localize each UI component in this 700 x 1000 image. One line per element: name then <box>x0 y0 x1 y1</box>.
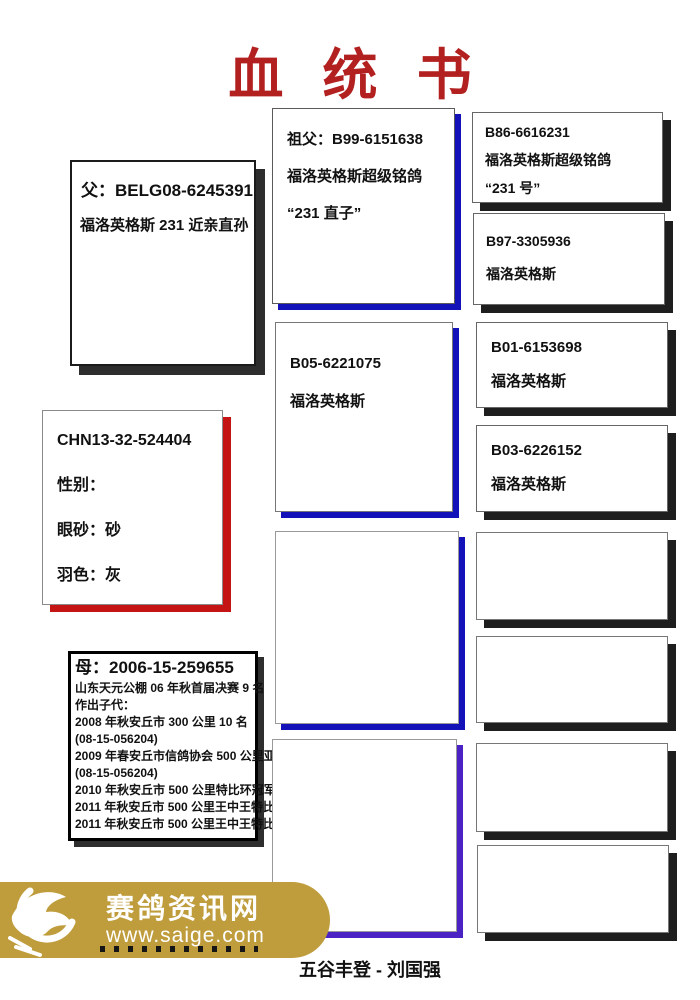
mother-box: 母：2006-15-259655 山东天元公棚 06 年秋首届决赛 9 名 作出… <box>68 651 312 841</box>
grandmother-strain: 福洛英格斯 <box>290 393 366 410</box>
subject-sex: 性别： <box>57 477 106 494</box>
father-box: 父：BELG08-6245391 福洛英格斯 231 近亲直孙 <box>70 160 256 366</box>
mother-ring-number: 母：2006-15-259655 <box>75 658 234 677</box>
empty-pedigree-box <box>476 636 668 723</box>
mother-achievement: 2010 年秋安丘市 500 公里特比环冠军 <box>75 783 276 797</box>
mother-achievement: 2011 年秋安丘市 500 公里王中王特比环季军 <box>75 817 312 831</box>
grandfather-ring-number: 祖父：B99-6151638 <box>287 131 423 148</box>
strain: 福洛英格斯 <box>486 266 556 282</box>
father-ring-number: 父：BELG08-6245391 <box>81 181 253 200</box>
grandmother-box: B05-6221075 福洛英格斯 <box>275 322 453 512</box>
great-grandfather-1-box: B86-6616231 福洛英格斯超级铭鸽 “231 号” <box>472 112 663 203</box>
owner-caption: 五谷丰登 - 刘国强 <box>299 960 441 980</box>
subject-ring-number: CHN13-32-524404 <box>57 432 192 449</box>
strain: 福洛英格斯 <box>491 373 567 390</box>
mother-achievement: 2008 年秋安丘市 300 公里 10 名 <box>75 715 248 729</box>
note: “231 号” <box>485 180 541 196</box>
empty-pedigree-box <box>275 531 459 724</box>
empty-pedigree-box <box>476 743 668 832</box>
mother-achievement: 山东天元公棚 06 年秋首届决赛 9 名 <box>75 681 265 695</box>
grandfather-box: 祖父：B99-6151638 福洛英格斯超级铭鸽 “231 直子” <box>272 108 455 304</box>
ring-number: B97-3305936 <box>486 233 571 249</box>
great-grandmother-1-box: B97-3305936 福洛英格斯 <box>473 213 665 305</box>
ring-number: B01-6153698 <box>491 339 582 356</box>
empty-pedigree-box <box>476 532 668 620</box>
page-title: 血 统 书 <box>228 42 482 107</box>
watermark-badge: 赛鸽资讯网 www.saige.com <box>0 882 330 958</box>
grandmother-ring-number: B05-6221075 <box>290 355 381 372</box>
mother-achievement: 作出子代： <box>75 698 136 712</box>
father-strain: 福洛英格斯 231 近亲直孙 <box>80 217 249 234</box>
clipped-text-fragment <box>100 946 258 952</box>
mother-achievement: (08-15-056204) <box>75 766 158 780</box>
mother-achievement: (08-15-056204) <box>75 732 158 746</box>
pigeon-icon <box>0 882 104 958</box>
strain: 福洛英格斯 <box>491 476 567 493</box>
subject-feather-color: 羽色：灰 <box>57 567 122 584</box>
subject-eye: 眼砂：砂 <box>57 522 122 539</box>
strain: 福洛英格斯超级铭鸽 <box>485 152 611 168</box>
subject-bird-box: CHN13-32-524404 性别： 眼砂：砂 羽色：灰 <box>42 410 223 605</box>
mother-achievement: 2009 年春安丘市信鸽协会 500 公里亚军 <box>75 749 288 763</box>
great-grandfather-2-box: B01-6153698 福洛英格斯 <box>476 322 668 408</box>
ring-number: B86-6616231 <box>485 124 570 140</box>
grandfather-strain: 福洛英格斯超级铭鸽 <box>287 168 423 185</box>
great-grandmother-2-box: B03-6226152 福洛英格斯 <box>476 425 668 512</box>
empty-pedigree-box <box>477 845 669 933</box>
watermark-url: www.saige.com <box>106 924 265 947</box>
grandfather-note: “231 直子” <box>287 205 362 222</box>
watermark-site-name: 赛鸽资讯网 <box>106 893 262 924</box>
ring-number: B03-6226152 <box>491 442 582 459</box>
mother-achievement: 2011 年秋安丘市 500 公里王中王特比环亚军 <box>75 800 312 814</box>
